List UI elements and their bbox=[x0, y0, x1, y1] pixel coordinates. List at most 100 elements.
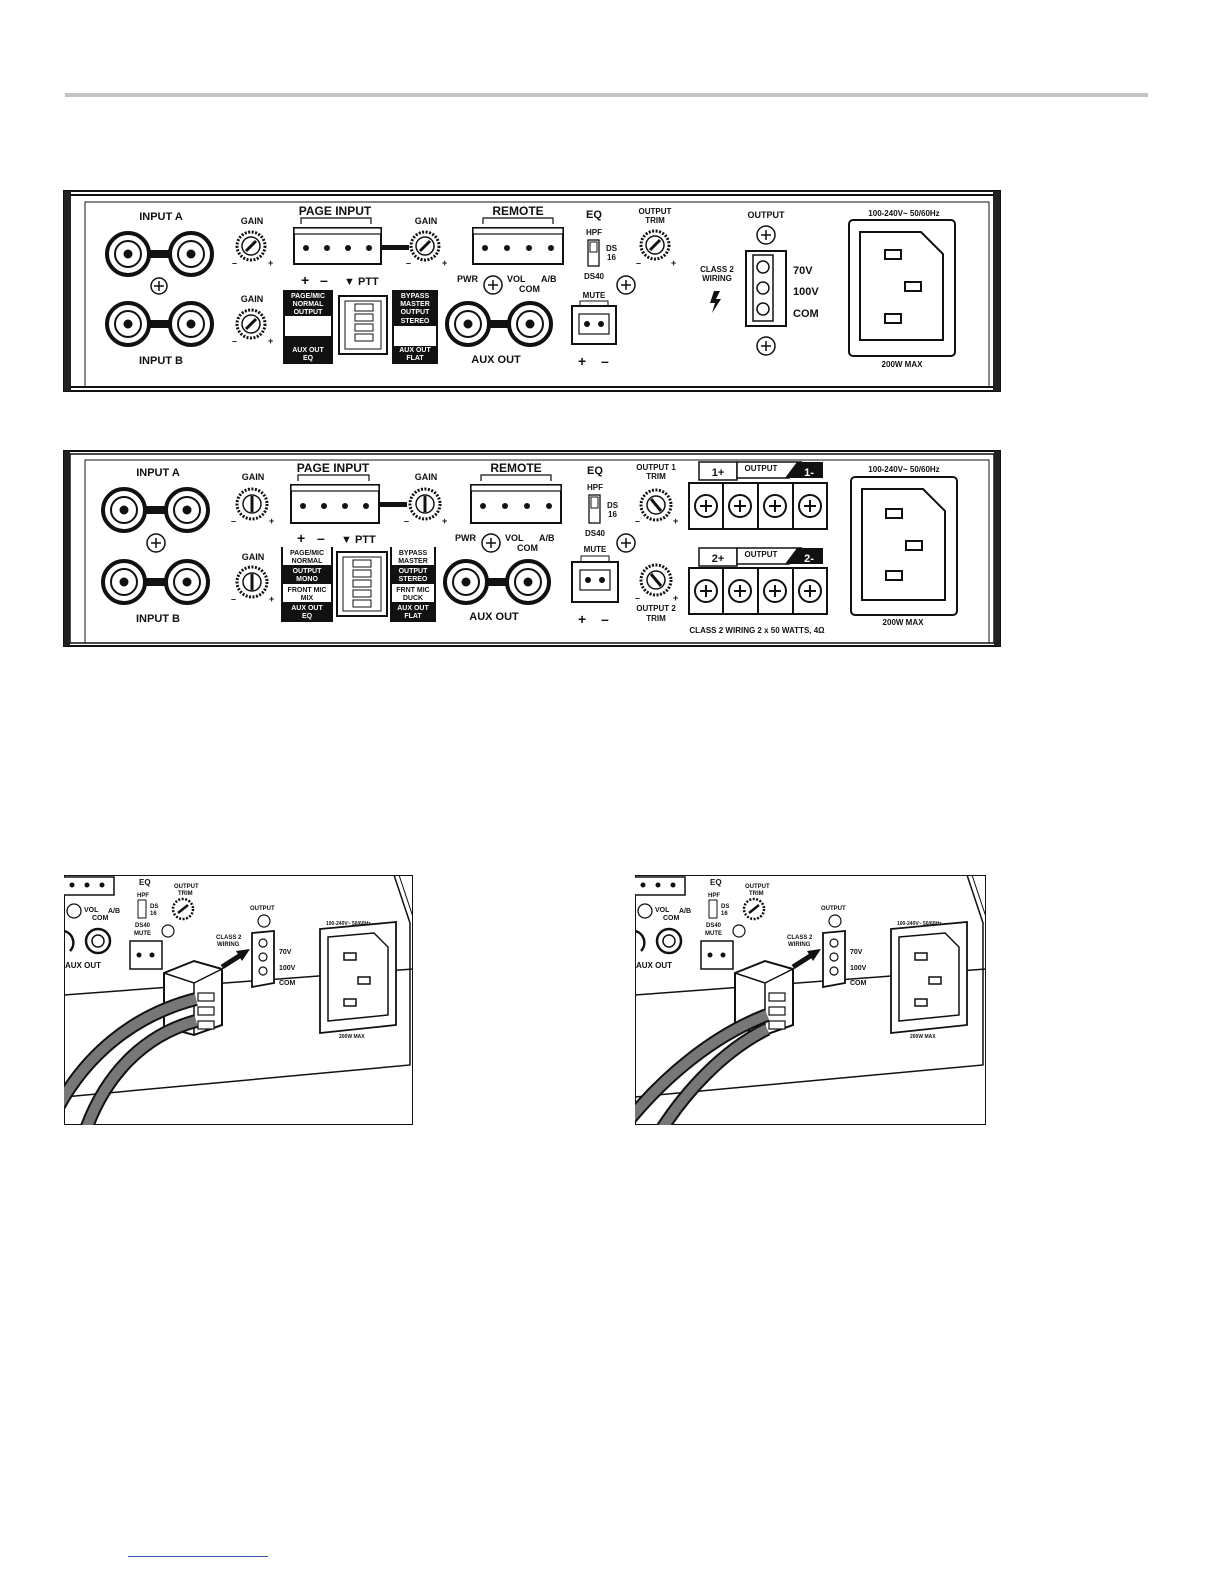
eq-ds40: DS40 bbox=[135, 923, 151, 929]
dip-switch-block[interactable] bbox=[338, 295, 388, 355]
page-input-label: PAGE INPUT bbox=[297, 461, 370, 475]
speaker-output-terminal[interactable] bbox=[745, 250, 787, 327]
eq-slide-switch[interactable] bbox=[587, 239, 600, 267]
page-input-plus: + bbox=[297, 530, 305, 546]
aux-out-label: AUX OUT bbox=[636, 961, 672, 970]
class2-label-1: CLASS 2 bbox=[700, 265, 734, 274]
mute-plus: + bbox=[578, 611, 586, 627]
svg-text:DUCK: DUCK bbox=[403, 595, 423, 602]
output1-trim-minus: – bbox=[635, 516, 640, 526]
page-input-plus: + bbox=[301, 272, 309, 288]
page-input-terminal[interactable] bbox=[290, 484, 380, 524]
max-power-label: 200W MAX bbox=[882, 360, 924, 369]
remote-terminal[interactable] bbox=[470, 484, 562, 524]
svg-text:AUX OUT: AUX OUT bbox=[292, 347, 324, 354]
remote-terminal[interactable] bbox=[472, 227, 564, 265]
gain-b-label: GAIN bbox=[241, 294, 264, 304]
svg-text:MASTER: MASTER bbox=[398, 558, 428, 565]
gain-b-plus: + bbox=[268, 336, 273, 346]
ac-power-inlet[interactable] bbox=[848, 219, 956, 357]
svg-text:MIX: MIX bbox=[301, 595, 314, 602]
eq-ds: DS bbox=[607, 501, 619, 510]
eq-ds: DS bbox=[606, 244, 618, 253]
output1-trim-label-2: TRIM bbox=[646, 472, 666, 481]
footer-link-underline[interactable] bbox=[128, 1556, 268, 1557]
dip-switch-block[interactable] bbox=[336, 551, 388, 617]
page-gain-label: GAIN bbox=[415, 472, 438, 482]
page-gain-knob[interactable] bbox=[408, 487, 442, 521]
page-input-terminal[interactable] bbox=[293, 227, 382, 265]
output-bottom-screw-icon bbox=[756, 336, 776, 356]
svg-text:AUX OUT: AUX OUT bbox=[399, 347, 431, 354]
output1-trim-knob[interactable] bbox=[639, 488, 673, 522]
page-input-minus: – bbox=[317, 530, 325, 546]
page-gain-knob[interactable] bbox=[409, 230, 441, 262]
svg-text:OUTPUT: OUTPUT bbox=[401, 309, 431, 316]
gain-a-knob[interactable] bbox=[235, 487, 269, 521]
tap-com: COM bbox=[793, 308, 819, 320]
input-a-jacks[interactable] bbox=[101, 487, 210, 533]
tap-100v: 100V bbox=[850, 965, 867, 972]
speaker-output-terminal bbox=[251, 930, 275, 989]
output1-trim-plus: + bbox=[673, 516, 678, 526]
insert-arrow-icon bbox=[807, 949, 821, 961]
remote-ab: A/B bbox=[541, 274, 557, 284]
mute-terminal[interactable] bbox=[571, 561, 619, 603]
mute-screw-icon bbox=[616, 533, 636, 553]
eq-hpf: HPF bbox=[586, 228, 602, 237]
mute-minus: – bbox=[601, 353, 609, 369]
gain-b-minus: – bbox=[231, 594, 236, 604]
remote-label: REMOTE bbox=[492, 204, 543, 218]
max-power-label: 200W MAX bbox=[910, 1034, 936, 1040]
svg-text:STEREO: STEREO bbox=[401, 318, 430, 325]
remote-vol: VOL bbox=[507, 274, 526, 284]
aux-out-jacks[interactable] bbox=[445, 301, 553, 347]
aux-out-label: AUX OUT bbox=[65, 961, 101, 970]
aux-out-jacks[interactable] bbox=[443, 559, 551, 605]
output-2-binding-posts[interactable] bbox=[688, 567, 828, 615]
input-b-label: INPUT B bbox=[139, 355, 183, 367]
mute-terminal[interactable] bbox=[571, 305, 617, 345]
svg-text:NORMAL: NORMAL bbox=[293, 301, 324, 308]
mute-label: MUTE bbox=[584, 545, 607, 554]
remote-vol: VOL bbox=[655, 907, 670, 914]
eq-slide-switch[interactable] bbox=[588, 494, 601, 524]
gain-b-knob[interactable] bbox=[235, 308, 267, 340]
ac-power-inlet[interactable] bbox=[850, 476, 958, 616]
eq-hpf: HPF bbox=[587, 483, 603, 492]
svg-text:FLAT: FLAT bbox=[406, 355, 424, 362]
svg-text:OUTPUT: OUTPUT bbox=[745, 550, 778, 559]
gain-a-label: GAIN bbox=[241, 216, 264, 226]
input-a-jacks[interactable] bbox=[105, 231, 214, 277]
output-trim-knob[interactable] bbox=[639, 229, 671, 261]
remote-ab: A/B bbox=[679, 908, 691, 915]
class2-label-2: WIRING bbox=[217, 942, 240, 948]
output-trim-label-2: TRIM bbox=[178, 891, 193, 897]
eq-label: EQ bbox=[587, 465, 603, 477]
output-1-binding-posts[interactable] bbox=[688, 482, 828, 530]
output2-trim-minus: – bbox=[635, 593, 640, 603]
output-label: OUTPUT bbox=[821, 906, 846, 912]
input-b-jacks[interactable] bbox=[101, 559, 210, 605]
page-gain-plus: + bbox=[442, 516, 447, 526]
page-input-minus: – bbox=[320, 272, 328, 288]
svg-text:OUTPUT: OUTPUT bbox=[294, 309, 324, 316]
output2-trim-knob[interactable] bbox=[639, 563, 673, 597]
input-b-jacks[interactable] bbox=[105, 301, 214, 347]
output-1-header: 1+ OUTPUT 1- bbox=[698, 461, 823, 481]
page-input-ptt: ▼ PTT bbox=[341, 534, 376, 546]
gain-b-plus: + bbox=[269, 594, 274, 604]
mute-screw-icon bbox=[616, 275, 636, 295]
page-gain-plus: + bbox=[442, 258, 447, 268]
ground-screw-icon bbox=[146, 533, 166, 553]
svg-text:2-: 2- bbox=[804, 553, 814, 565]
gain-b-minus: – bbox=[232, 336, 237, 346]
svg-text:FLAT: FLAT bbox=[404, 613, 422, 620]
eq-ds40: DS40 bbox=[706, 923, 722, 929]
tap-100v: 100V bbox=[279, 965, 296, 972]
gain-b-knob[interactable] bbox=[235, 565, 269, 599]
output-2-header: 2+ OUTPUT 2- bbox=[698, 547, 823, 567]
gain-a-label: GAIN bbox=[242, 472, 265, 482]
remote-terminal bbox=[64, 876, 115, 896]
gain-a-knob[interactable] bbox=[235, 230, 267, 262]
